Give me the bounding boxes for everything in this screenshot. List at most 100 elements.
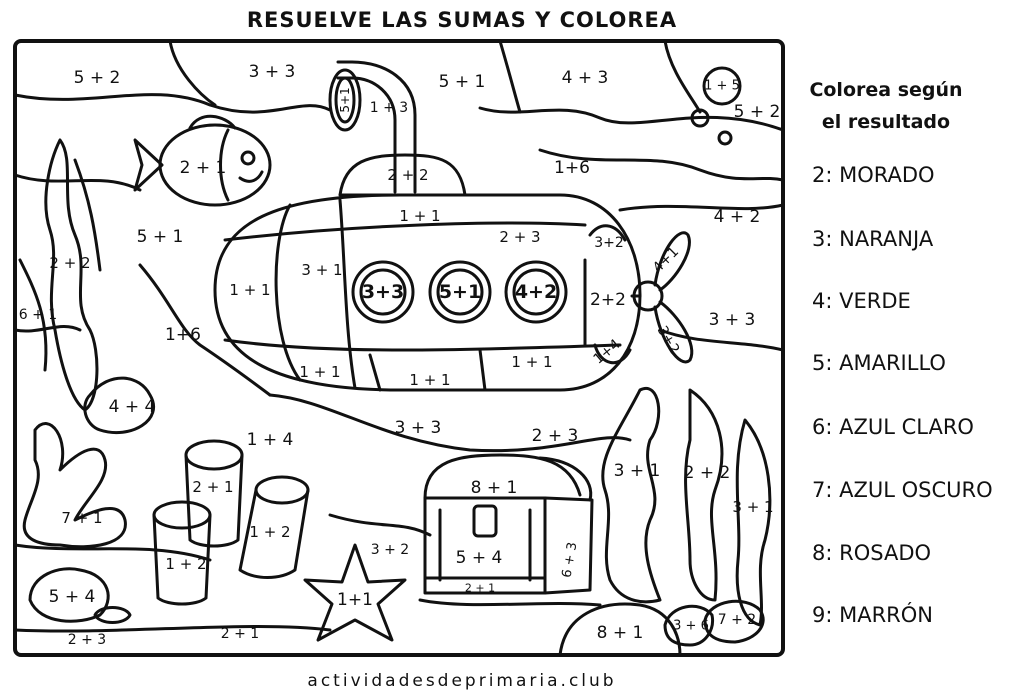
sum-label: 2 + 1 bbox=[179, 158, 227, 178]
legend-item: 5: AMARILLO bbox=[812, 351, 946, 375]
sum-label: 5 + 2 bbox=[733, 102, 781, 122]
sum-label: 8 + 1 bbox=[470, 478, 518, 498]
sum-label: 3 + 1 bbox=[732, 498, 774, 516]
sum-label: 2 + 2 bbox=[683, 463, 731, 483]
rock bbox=[558, 602, 682, 657]
sum-label: 1 + 1 bbox=[409, 371, 451, 389]
wave-line bbox=[663, 39, 702, 114]
sum-label: 1 + 1 bbox=[511, 353, 553, 371]
legend-item: 6: AZUL CLARO bbox=[812, 415, 974, 439]
sum-label: 7 + 1 bbox=[61, 509, 103, 527]
sum-label: 2 + 1 bbox=[220, 626, 260, 642]
sum-label: 1+1 bbox=[337, 590, 373, 610]
sum-label: 5 + 4 bbox=[48, 587, 96, 607]
sum-label: 3 + 1 bbox=[301, 261, 343, 279]
legend-heading-line: el resultado bbox=[821, 111, 951, 133]
sum-label: 5 + 1 bbox=[438, 72, 486, 92]
seabed-line bbox=[13, 624, 332, 633]
wave-line bbox=[538, 148, 785, 182]
legend-item: 2: MORADO bbox=[812, 163, 935, 187]
bubble bbox=[702, 66, 742, 106]
scene-frame bbox=[13, 39, 785, 657]
sum-label: 1 + 1 bbox=[229, 281, 271, 299]
submarine-tower bbox=[338, 153, 467, 197]
wave-line bbox=[658, 328, 785, 352]
seaweed bbox=[735, 418, 772, 627]
wave-line bbox=[618, 203, 785, 212]
legend-item: 4: VERDE bbox=[812, 289, 911, 313]
sum-label: 2 + 1 bbox=[464, 581, 496, 595]
sum-label: 1 + 5 bbox=[704, 78, 740, 94]
sum-label: 1 + 2 bbox=[249, 523, 291, 541]
wave-line bbox=[328, 513, 432, 537]
wave-line bbox=[498, 39, 522, 114]
sum-label: 2 + 3 bbox=[67, 632, 107, 648]
seaweed bbox=[601, 386, 662, 604]
sum-label: 3 + 1 bbox=[613, 461, 661, 481]
sum-label: 3 + 6 bbox=[673, 618, 709, 634]
sum-label: 2+2 bbox=[590, 290, 626, 310]
coral bbox=[83, 376, 156, 435]
sum-label: 3 + 3 bbox=[708, 310, 756, 330]
sum-label: 1 + 1 bbox=[399, 207, 441, 225]
sum-label: 4 + 2 bbox=[713, 207, 761, 227]
sum-label: 4+2 bbox=[514, 281, 558, 303]
rock bbox=[28, 567, 110, 623]
sum-label: 6 + 1 bbox=[18, 307, 58, 323]
legend-heading: Colorea según el resultado bbox=[806, 74, 966, 138]
sum-label: 2 + 2 bbox=[49, 254, 91, 272]
sum-label: 1 + 4 bbox=[246, 430, 294, 450]
sum-label: 4 + 4 bbox=[108, 397, 156, 417]
sum-label: 4 + 3 bbox=[561, 68, 609, 88]
sum-label: 8 + 1 bbox=[596, 623, 644, 643]
sum-label: 2 + 3 bbox=[499, 228, 541, 246]
rock bbox=[703, 599, 765, 644]
fish-drawing bbox=[133, 114, 272, 207]
sum-label: 3+3 bbox=[361, 281, 405, 303]
sum-label: 2 + 3 bbox=[531, 426, 579, 446]
wave-line bbox=[478, 106, 785, 132]
sum-label: 3 + 3 bbox=[248, 62, 296, 82]
worksheet-title: RESUELVE LAS SUMAS Y COLOREA bbox=[246, 8, 678, 32]
sum-label: 5 + 2 bbox=[73, 68, 121, 88]
wave-line bbox=[168, 39, 217, 107]
starfish bbox=[303, 543, 407, 642]
sum-label: 3+2 bbox=[594, 235, 624, 251]
wave-line bbox=[138, 263, 272, 397]
sum-label: 5+1 bbox=[338, 87, 352, 113]
legend-item: 9: MARRÓN bbox=[812, 603, 934, 627]
propeller-drawing bbox=[588, 224, 694, 364]
sum-label: 1+6 bbox=[165, 325, 201, 345]
legend-item: 3: NARANJA bbox=[812, 227, 934, 251]
porthole bbox=[504, 260, 568, 324]
wave-line bbox=[13, 325, 82, 333]
sum-label: 2 + 2 bbox=[387, 166, 429, 184]
rock bbox=[93, 606, 132, 624]
legend-heading-line: Colorea según bbox=[809, 79, 963, 101]
legend-item: 7: AZUL OSCURO bbox=[812, 478, 993, 502]
sum-label: 2 + 1 bbox=[192, 478, 234, 496]
sum-label: 1+6 bbox=[554, 158, 590, 178]
seabed-line bbox=[418, 598, 602, 607]
sum-label: 7 + 2 bbox=[717, 612, 757, 628]
seaweed bbox=[18, 258, 48, 372]
porthole bbox=[428, 260, 492, 324]
legend-item: 8: ROSADO bbox=[812, 541, 932, 565]
sum-label: 3 + 3 bbox=[394, 418, 442, 438]
coral bbox=[22, 422, 127, 549]
wave-line bbox=[13, 173, 142, 192]
sum-label: 1 + 3 bbox=[369, 100, 409, 116]
bubble bbox=[717, 130, 733, 146]
bubble bbox=[690, 108, 710, 128]
treasure-chest bbox=[423, 453, 594, 595]
tube-coral bbox=[152, 439, 310, 606]
wave-line bbox=[13, 543, 212, 562]
sum-label: 1 + 2 bbox=[165, 555, 207, 573]
wave-line bbox=[268, 393, 632, 453]
porthole bbox=[351, 260, 415, 324]
sum-label: 3 + 2 bbox=[370, 542, 410, 558]
sum-label: 5 + 1 bbox=[136, 227, 184, 247]
site-footer: actividadesdeprimaria.club bbox=[307, 671, 617, 691]
seaweed bbox=[684, 388, 724, 602]
